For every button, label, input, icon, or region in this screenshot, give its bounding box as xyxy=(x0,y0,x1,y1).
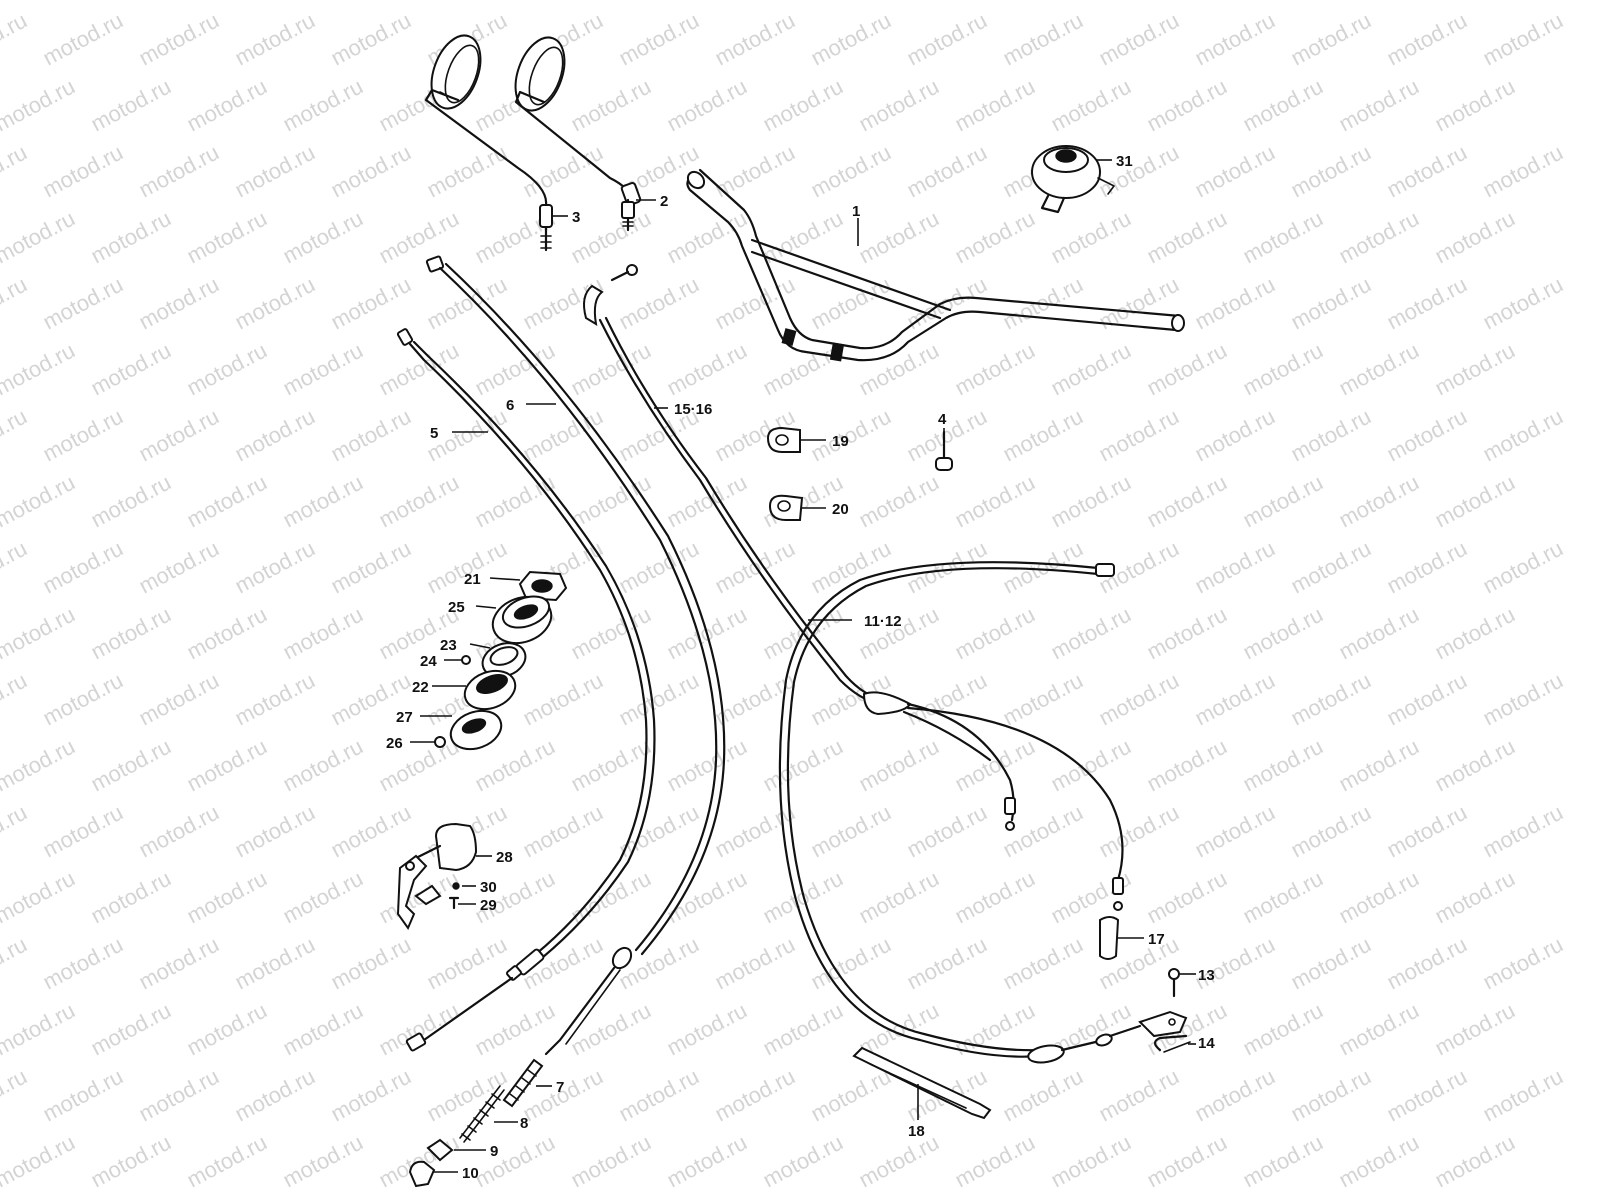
callout-11-12: 11·12 xyxy=(864,613,902,630)
callout-19: 19 xyxy=(832,433,849,450)
cap-10 xyxy=(408,1160,436,1188)
mirror-right xyxy=(514,36,642,232)
pin-14 xyxy=(1153,1034,1191,1053)
callout-29: 29 xyxy=(480,897,497,914)
callout-5: 5 xyxy=(430,425,438,442)
cable-6 xyxy=(425,255,726,1056)
callout-15-16: 15·16 xyxy=(674,401,712,418)
callout-7: 7 xyxy=(556,1079,564,1096)
callout-22: 22 xyxy=(412,679,429,696)
adjuster-7 xyxy=(502,1058,544,1108)
callout-23: 23 xyxy=(440,637,457,654)
bell xyxy=(1031,145,1115,214)
ignition-switch xyxy=(396,822,478,931)
clamp-19 xyxy=(766,426,801,453)
spring-8 xyxy=(459,1085,505,1143)
callout-10: 10 xyxy=(462,1165,479,1182)
callout-17: 17 xyxy=(1148,931,1165,948)
callout-18: 18 xyxy=(908,1123,925,1140)
strap-18 xyxy=(852,1046,992,1120)
callout-4: 4 xyxy=(938,411,947,428)
bolt-13 xyxy=(1168,968,1180,998)
cable-5 xyxy=(396,328,656,1052)
cable-11-12 xyxy=(778,561,1188,1064)
callout-30: 30 xyxy=(480,879,497,896)
callout-6: 6 xyxy=(506,397,514,414)
callout-25: 25 xyxy=(448,599,465,616)
callout-28: 28 xyxy=(496,849,513,866)
nut-9 xyxy=(426,1138,454,1162)
callout-20: 20 xyxy=(832,501,849,518)
callout-21: 21 xyxy=(464,571,481,588)
boot-17 xyxy=(1099,916,1120,960)
callout-2: 2 xyxy=(660,193,668,210)
callout-3: 3 xyxy=(572,209,580,226)
throttle-cable xyxy=(583,264,1124,911)
mirror-left xyxy=(424,34,553,252)
callout-13: 13 xyxy=(1198,967,1215,984)
callout-24: 24 xyxy=(420,653,437,670)
handlebar xyxy=(686,168,1185,362)
callout-26: 26 xyxy=(386,735,403,752)
callout-1: 1 xyxy=(852,203,860,220)
clamp-20 xyxy=(768,494,804,521)
leader-lines xyxy=(410,159,1196,1173)
callout-8: 8 xyxy=(520,1115,528,1132)
callout-27: 27 xyxy=(396,709,413,726)
callout-14: 14 xyxy=(1198,1035,1215,1052)
callout-9: 9 xyxy=(490,1143,498,1160)
callout-31: 31 xyxy=(1116,153,1133,170)
grip-stack xyxy=(434,570,568,751)
